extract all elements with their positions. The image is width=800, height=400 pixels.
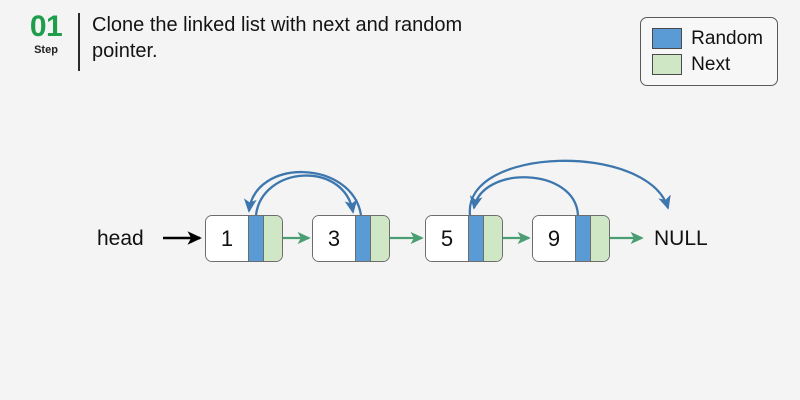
page-title: Clone the linked list with next and rand… — [92, 14, 463, 62]
legend: Random Next — [640, 17, 778, 86]
node-next-field[interactable] — [264, 216, 282, 261]
node-value: 1 — [206, 216, 248, 261]
null-label: NULL — [654, 227, 708, 250]
legend-swatch-next — [652, 53, 683, 75]
head-label: head — [97, 227, 144, 250]
step-badge: 01 Step — [18, 10, 74, 57]
random-arrow-5-to-null — [468, 159, 671, 216]
legend-swatch-random — [652, 27, 683, 49]
legend-item-random: Random — [652, 25, 763, 51]
node-value: 3 — [313, 216, 355, 261]
node-next-field[interactable] — [371, 216, 389, 261]
node-random-field[interactable] — [355, 216, 371, 261]
header-divider — [78, 13, 80, 71]
step-number: 01 — [29, 10, 63, 43]
node-value: 5 — [426, 216, 468, 261]
list-node[interactable]: 3 — [312, 215, 390, 262]
node-next-field[interactable] — [484, 216, 502, 261]
legend-label-next: Next — [691, 53, 731, 75]
list-node[interactable]: 5 — [425, 215, 503, 262]
legend-label-random: Random — [691, 27, 763, 49]
list-node[interactable]: 9 — [532, 215, 610, 262]
random-arrow-3-to-1 — [243, 170, 363, 216]
node-random-field[interactable] — [248, 216, 264, 261]
node-random-field[interactable] — [468, 216, 484, 261]
step-header: 01 Step Clone the linked list with next … — [18, 10, 532, 71]
node-random-field[interactable] — [575, 216, 591, 261]
random-arrow-9-to-5 — [469, 176, 580, 216]
step-word-label: Step — [34, 44, 58, 56]
node-next-field[interactable] — [591, 216, 609, 261]
legend-item-next: Next — [652, 51, 763, 77]
random-arrow-1-to-3 — [254, 174, 358, 216]
node-value: 9 — [533, 216, 575, 261]
list-node[interactable]: 1 — [205, 215, 283, 262]
